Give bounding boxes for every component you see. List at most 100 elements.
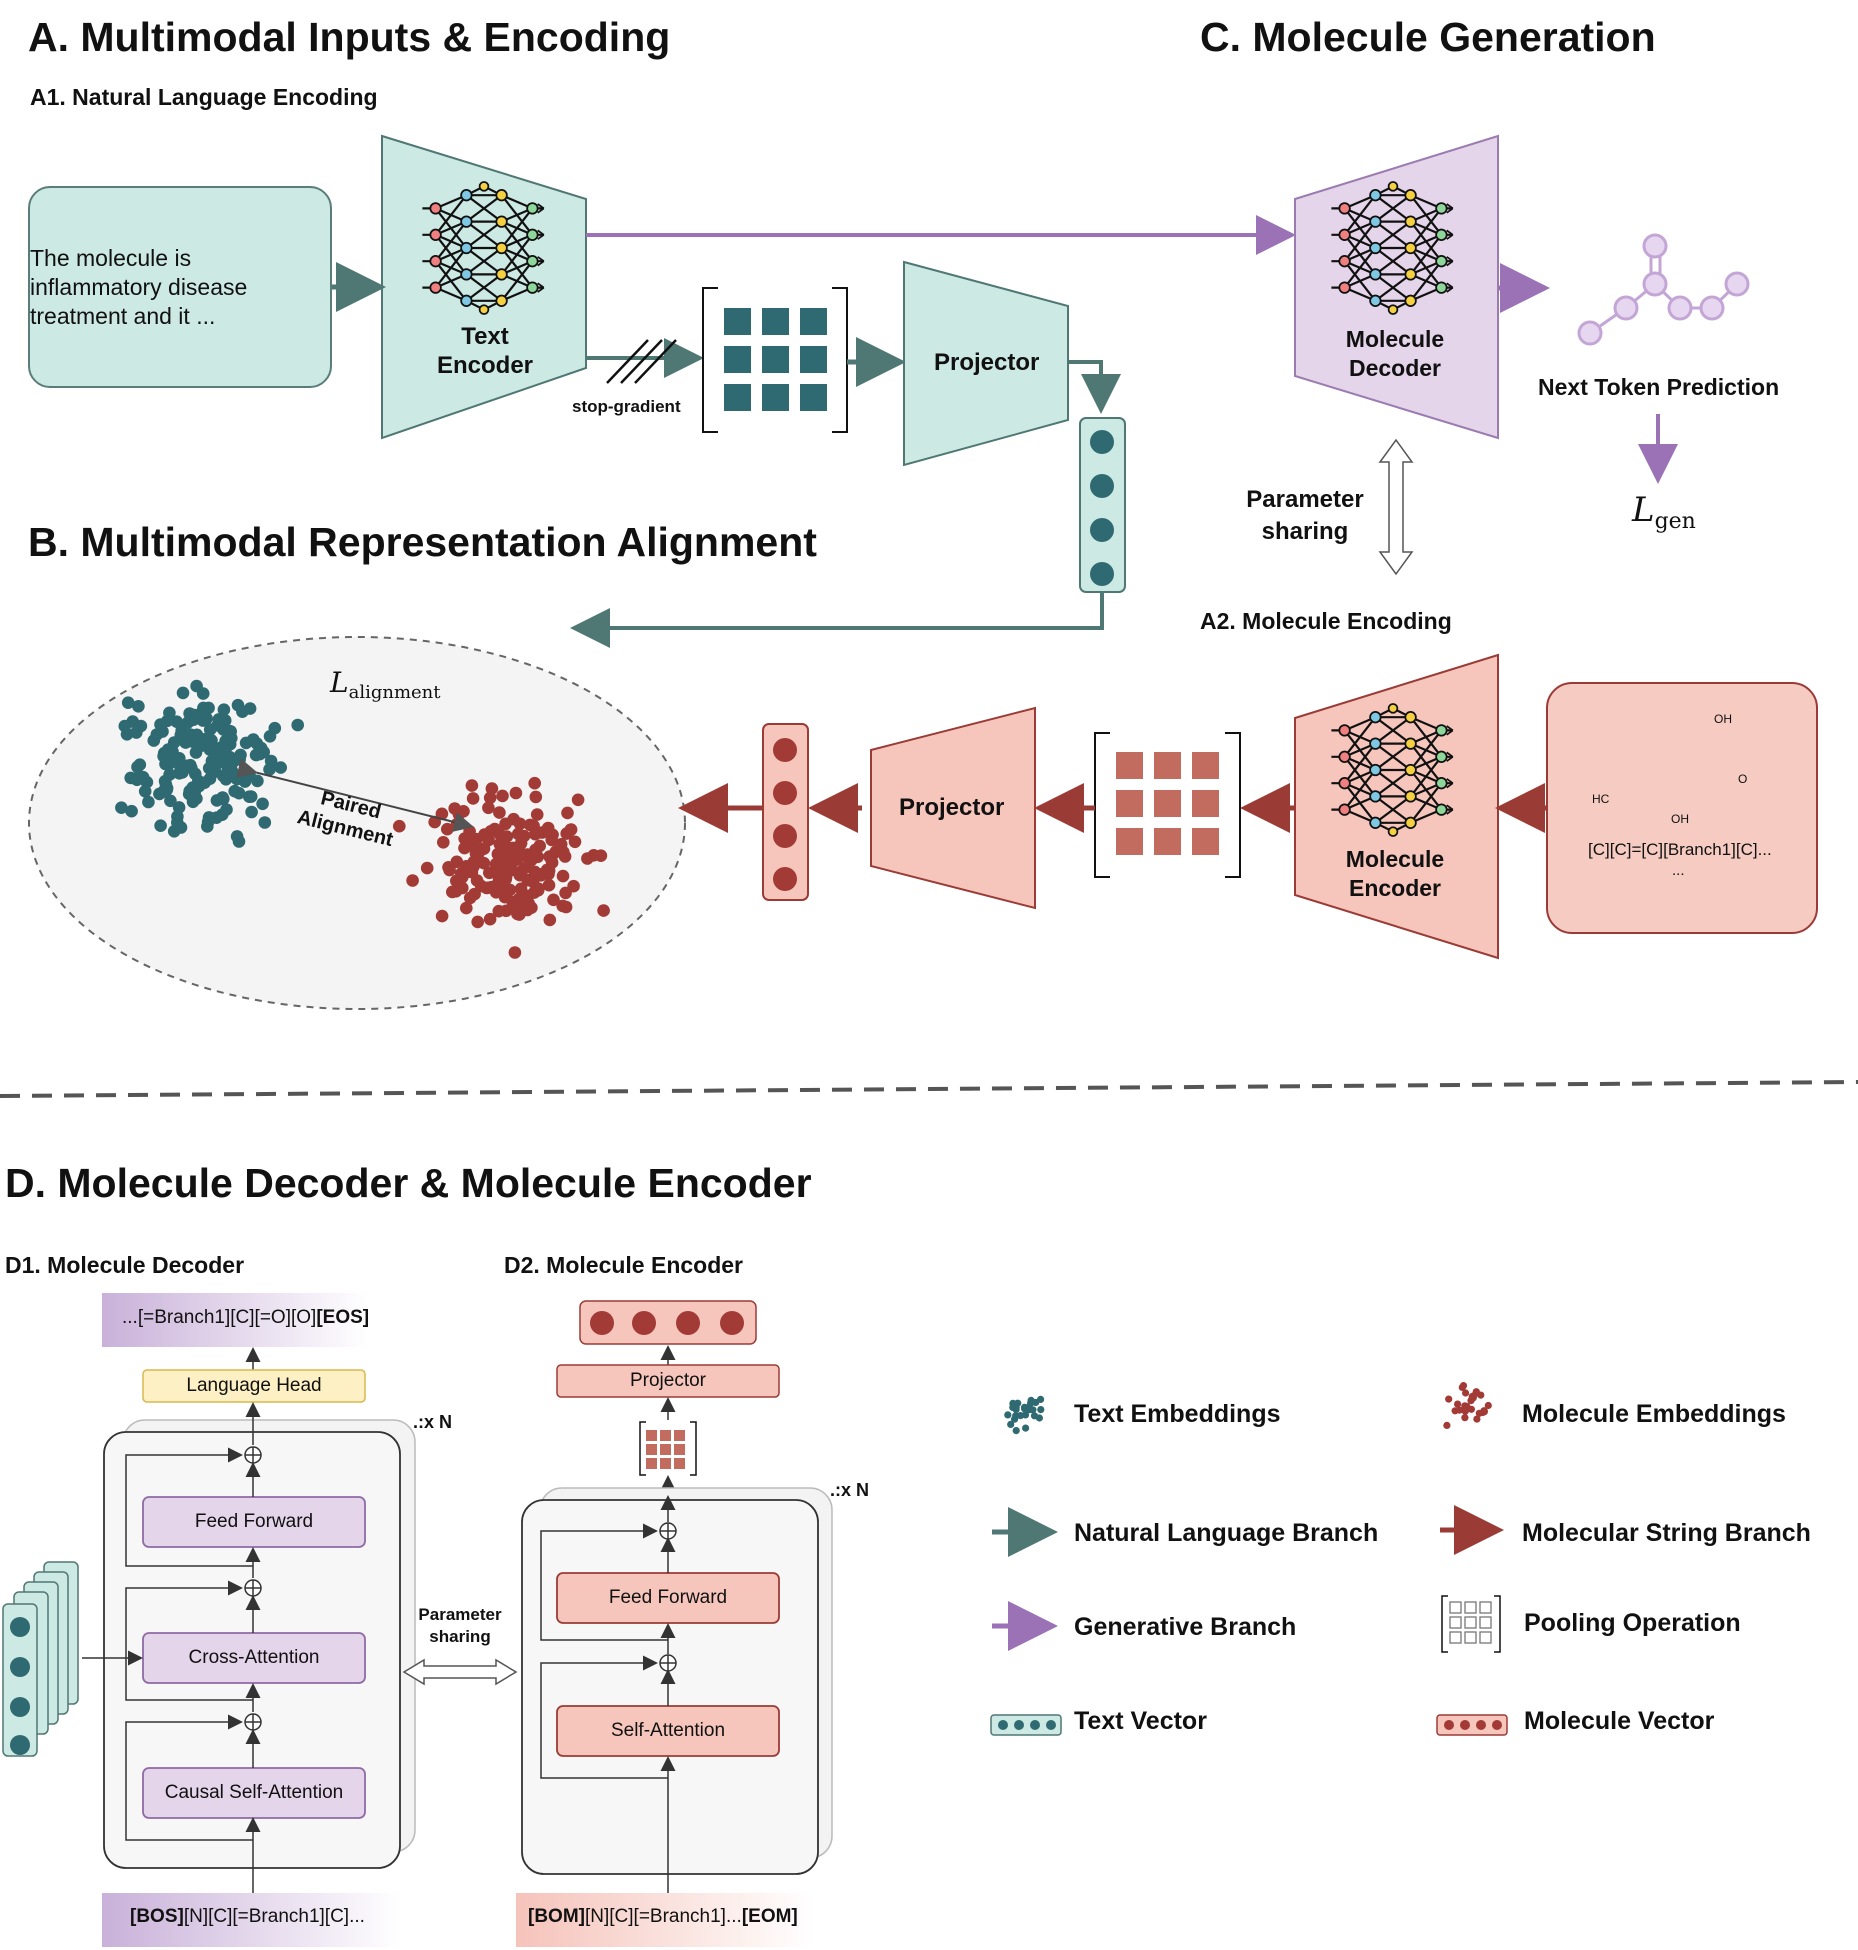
text-embedding-point <box>161 714 174 728</box>
pooling-cell <box>660 1444 671 1455</box>
legend-point <box>1463 1402 1471 1410</box>
legend-molecule-embeddings: Molecule Embeddings <box>1522 1400 1786 1428</box>
molecule-embedding-point <box>497 881 510 895</box>
pooling-cell <box>646 1458 657 1469</box>
pooling-cell <box>1449 1616 1462 1629</box>
pooling-cell <box>724 346 751 373</box>
text-embedding-point <box>230 830 244 843</box>
section-c-title: C. Molecule Generation <box>1200 14 1656 60</box>
legend-point <box>1445 1395 1453 1403</box>
molecule-embedding-point <box>488 822 502 836</box>
molecule-embedding-point <box>420 861 434 875</box>
section-d1-title: D1. Molecule Decoder <box>5 1252 245 1278</box>
molecule-embedding-point <box>457 805 470 818</box>
section-d-title: D. Molecule Decoder & Molecule Encoder <box>5 1160 812 1206</box>
pooling-cell <box>762 308 789 335</box>
decoder-output-strip <box>102 1293 368 1347</box>
molecule-embedding-point <box>526 875 540 889</box>
molecule-embedding-point <box>437 836 450 849</box>
oh-top-label: OH <box>1714 712 1732 726</box>
section-b-title: B. Multimodal Representation Alignment <box>28 519 817 565</box>
molecule-embedding-point <box>496 789 509 803</box>
text-embedding-point <box>120 728 134 741</box>
text-embedding-point <box>196 687 210 700</box>
molecule-embedding-point <box>514 849 527 863</box>
text-embedding-point <box>198 776 211 789</box>
legend-point <box>1443 1421 1451 1429</box>
molecule-embedding-point <box>568 835 582 849</box>
legend-point <box>1469 1394 1477 1402</box>
pooling-cell <box>800 384 827 411</box>
pooling-cell <box>1192 828 1219 855</box>
text-embedding-point <box>201 820 214 833</box>
text-embedding-point <box>197 739 211 752</box>
pooling-cell <box>1154 752 1181 779</box>
text-embedding-point <box>132 700 145 713</box>
legend-point <box>1012 1427 1020 1435</box>
legend-molecule-vector: Molecule Vector <box>1524 1707 1715 1735</box>
text-embedding-point <box>171 810 184 823</box>
text-embedding-point <box>150 728 164 741</box>
molecule-embedding-point <box>507 812 520 826</box>
molecule-embedding-point <box>495 859 508 873</box>
molecule-embedding-point <box>472 853 485 866</box>
text-embedding-point <box>115 801 128 814</box>
legend-point <box>1021 1411 1030 1419</box>
stop-gradient-mark <box>606 339 649 384</box>
molecule-embedding-point <box>545 833 558 847</box>
text-embedding-point <box>131 760 144 774</box>
hc-label: HC <box>1592 792 1610 806</box>
text-embedding-point <box>224 725 237 738</box>
molecule-vector <box>762 723 809 901</box>
molecule-embedding-point <box>480 881 493 895</box>
text-embedding-point <box>154 819 167 832</box>
legend-point <box>1484 1401 1492 1410</box>
pooling-cell <box>1116 752 1143 779</box>
text-embeddings-legend-icon <box>1004 1395 1045 1435</box>
pooling-cell <box>1479 1616 1492 1629</box>
projector-label-enc: Projector <box>629 1370 707 1391</box>
text-embedding-point <box>126 715 139 728</box>
molecule-embedding-point <box>511 827 525 841</box>
legend-point <box>1455 1406 1464 1414</box>
section-a2-title: A2. Molecule Encoding <box>1200 608 1452 634</box>
parameter-sharing-arrow-small <box>402 1658 518 1686</box>
molecule-embedding-point <box>483 912 497 926</box>
text-embedding-point <box>184 758 197 772</box>
molecule-vector-horizontal <box>579 1300 757 1345</box>
pooling-cell <box>646 1430 657 1441</box>
pooling-cell <box>1479 1631 1492 1644</box>
molecule-embedding-point <box>465 779 479 792</box>
molecule-embeddings-legend-icon <box>1443 1382 1492 1429</box>
legend-pooling: Pooling Operation <box>1524 1609 1741 1637</box>
molecule-embedding-point <box>529 790 543 804</box>
text-embedding-point <box>258 816 272 829</box>
section-d2-title: D2. Molecule Encoder <box>504 1252 744 1278</box>
text-embedding-point <box>245 805 258 819</box>
molecule-embedding-point <box>571 793 585 807</box>
text-embedding-point <box>163 768 176 781</box>
text-embedding-point <box>231 698 245 712</box>
molecule-embedding-point <box>500 830 514 843</box>
molecule-embedding-point <box>406 874 419 887</box>
language-head-label: Language Head <box>186 1375 322 1396</box>
input-text-box: The molecule is inflammatory disease tre… <box>28 186 332 388</box>
molecule-embedding-point <box>466 792 480 805</box>
text-embedding-point <box>256 797 269 811</box>
generated-molecule-icon <box>1577 233 1750 346</box>
next-token-label: Next Token Prediction <box>1538 374 1780 400</box>
molecule-embedding-point <box>559 900 573 914</box>
selfies-string: [C][C]=[C][Branch1][C]... <box>1588 840 1772 859</box>
text-embedding-point <box>228 784 241 798</box>
section-a-title: A. Multimodal Inputs & Encoding <box>28 14 671 60</box>
decoder-xn-label: .:x N <box>413 1412 453 1432</box>
legend-point <box>1009 1399 1017 1407</box>
encoder-stack <box>521 1499 819 1875</box>
molecule-embedding-point <box>594 849 608 862</box>
pooling-cell <box>646 1444 657 1455</box>
cross-attention-label: Cross-Attention <box>188 1647 320 1668</box>
text-vector-legend-icon <box>990 1714 1062 1736</box>
